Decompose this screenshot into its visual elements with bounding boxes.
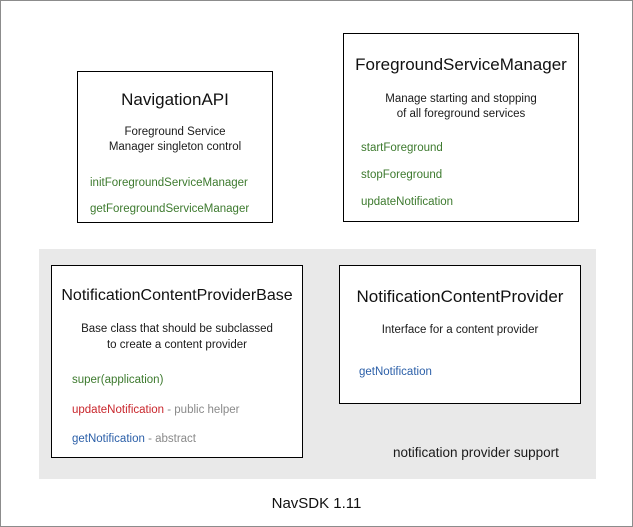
- member-name: getNotification: [359, 366, 432, 379]
- description-line: of all foreground services: [396, 108, 526, 121]
- member-name: startForeground: [361, 141, 443, 154]
- member-annotation: - public helper: [164, 403, 240, 416]
- class-description-notification-content-provider-base: Base class that should be subclassed to …: [81, 322, 273, 353]
- member-name: updateNotification: [361, 196, 454, 209]
- class-member[interactable]: stopForeground: [361, 168, 578, 182]
- description-line: Manager singleton control: [108, 141, 242, 154]
- class-member[interactable]: updateNotification - public helper: [72, 403, 302, 417]
- member-annotation: - abstract: [144, 433, 197, 446]
- class-description-navigation-api: Foreground Service Manager singleton con…: [109, 125, 241, 156]
- member-name: stopForeground: [361, 168, 443, 181]
- class-member[interactable]: getNotification: [359, 365, 580, 379]
- class-box-foreground-service-manager[interactable]: ForegroundServiceManager Manage starting…: [343, 33, 579, 222]
- class-title-navigation-api: NavigationAPI: [121, 90, 229, 109]
- description-line: Interface for a content provider: [381, 323, 539, 336]
- member-list-notification-content-provider: getNotification: [340, 365, 580, 379]
- class-member[interactable]: updateNotification: [361, 195, 578, 209]
- class-member[interactable]: startForeground: [361, 141, 578, 155]
- member-list-navigation-api: initForegroundServiceManager getForegrou…: [78, 176, 272, 217]
- member-list-foreground-service-manager: startForeground stopForeground updateNot…: [344, 141, 578, 210]
- class-description-foreground-service-manager: Manage starting and stopping of all fore…: [385, 92, 537, 123]
- notification-provider-support-label: notification provider support: [393, 445, 559, 460]
- description-line: to create a content provider: [106, 338, 247, 351]
- class-description-notification-content-provider: Interface for a content provider: [382, 323, 539, 339]
- member-name: getForegroundServiceManager: [90, 202, 250, 215]
- class-box-notification-content-provider[interactable]: NotificationContentProvider Interface fo…: [339, 265, 581, 404]
- class-member[interactable]: initForegroundServiceManager: [90, 176, 272, 190]
- class-member[interactable]: getNotification - abstract: [72, 432, 302, 446]
- class-title-notification-content-provider-base: NotificationContentProviderBase: [61, 287, 293, 304]
- member-name: initForegroundServiceManager: [90, 176, 248, 189]
- member-name: updateNotification: [72, 403, 165, 416]
- class-title-foreground-service-manager: ForegroundServiceManager: [355, 55, 567, 74]
- class-member[interactable]: getForegroundServiceManager: [90, 202, 272, 216]
- description-line: Foreground Service: [124, 125, 226, 138]
- member-list-notification-content-provider-base: super(application) updateNotification - …: [52, 373, 302, 446]
- description-line: Base class that should be subclassed: [81, 323, 273, 336]
- footer-version-label: NavSDK 1.11: [271, 495, 362, 512]
- class-box-navigation-api[interactable]: NavigationAPI Foreground Service Manager…: [77, 71, 273, 223]
- member-name: getNotification: [72, 433, 145, 446]
- member-name: super(application): [72, 374, 164, 387]
- class-box-notification-content-provider-base[interactable]: NotificationContentProviderBase Base cla…: [51, 265, 303, 458]
- description-line: Manage starting and stopping: [385, 92, 537, 105]
- class-member[interactable]: super(application): [72, 373, 302, 387]
- class-title-notification-content-provider: NotificationContentProvider: [356, 287, 564, 306]
